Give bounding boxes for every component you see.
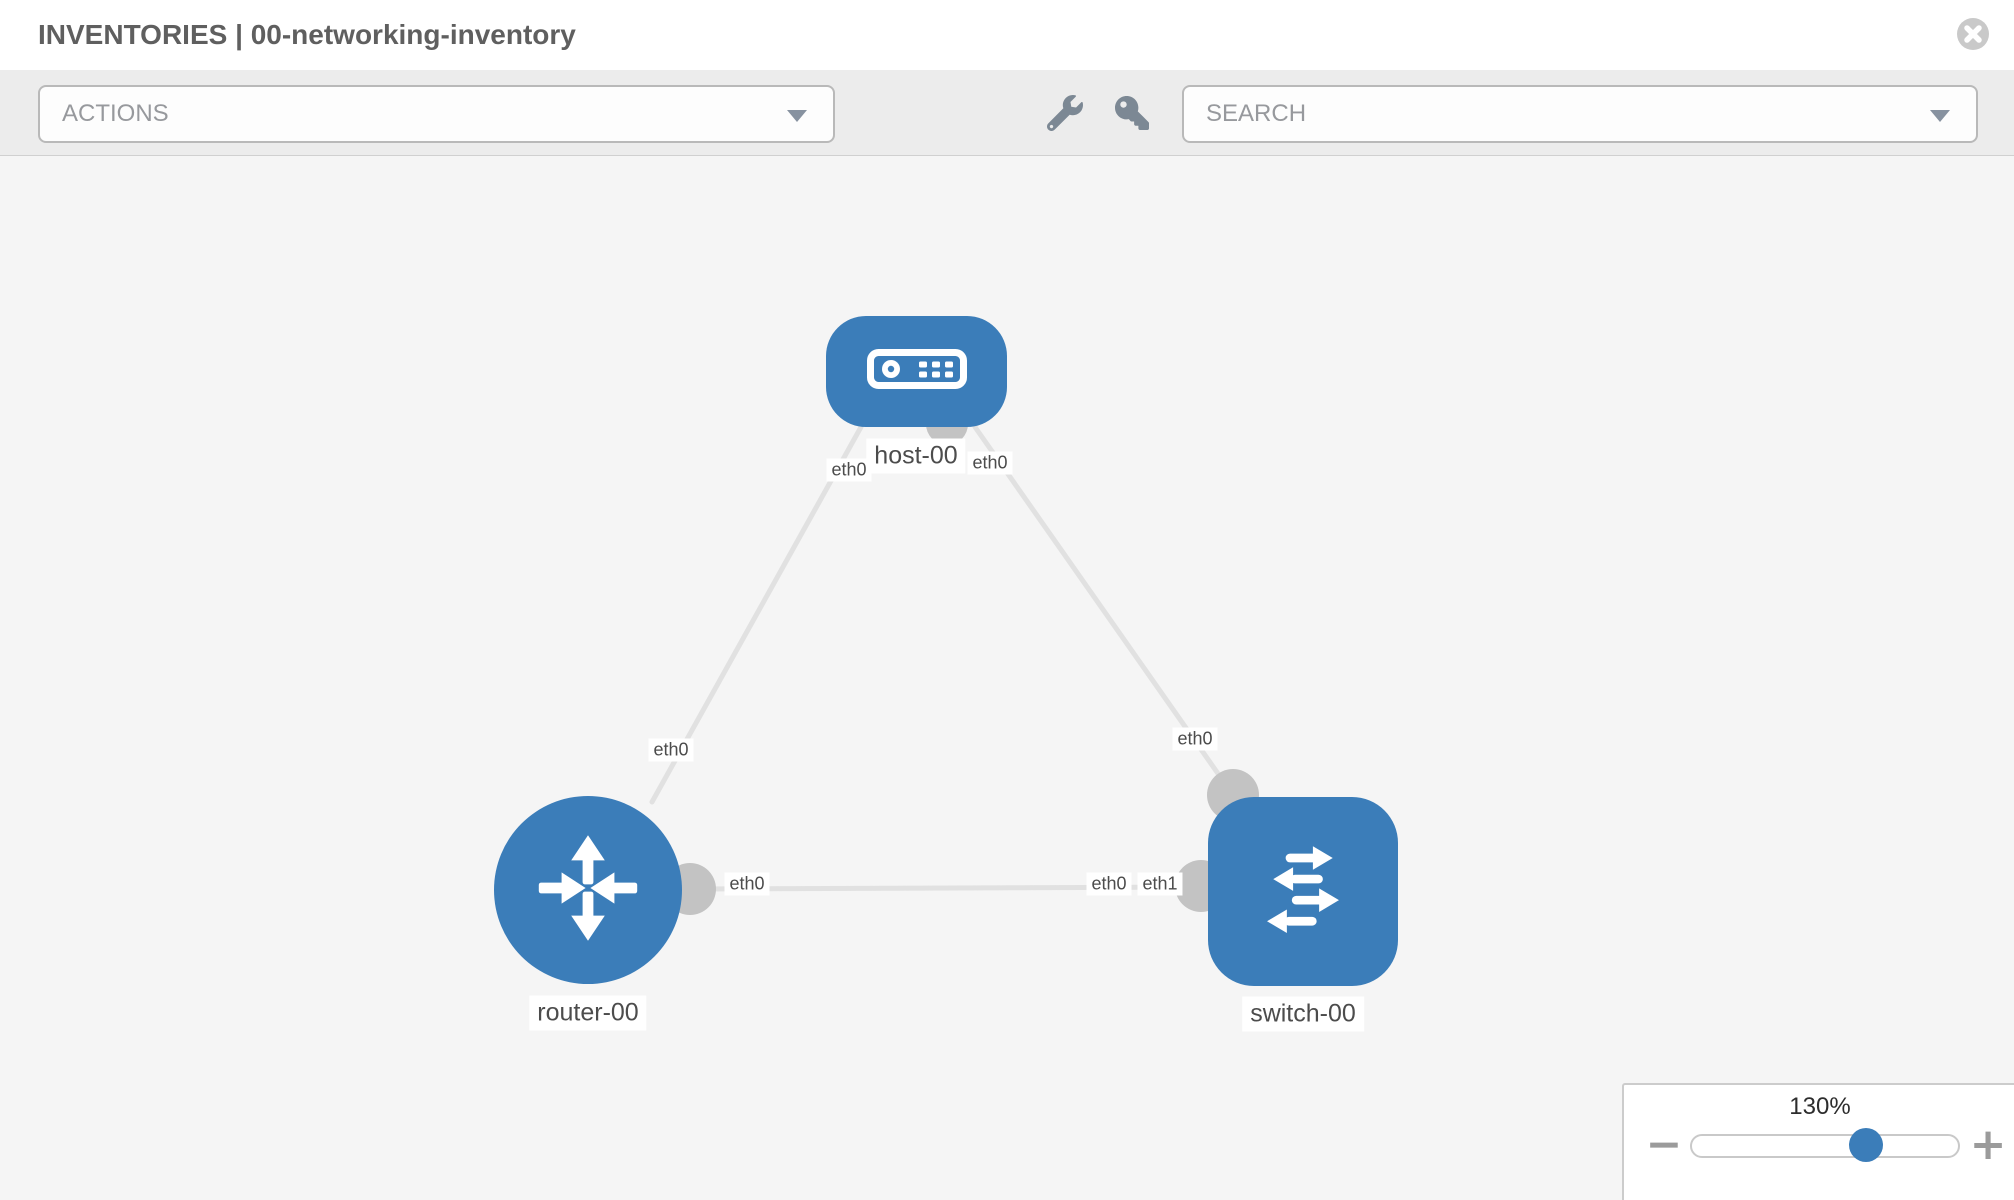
interface-label: eth0	[1172, 727, 1218, 751]
host-icon	[866, 349, 967, 394]
actions-dropdown-label: ACTIONS	[62, 100, 169, 127]
node-label-router-00: router-00	[529, 995, 647, 1031]
zoom-slider-thumb[interactable]	[1848, 1128, 1883, 1162]
switch-icon	[1241, 827, 1365, 956]
node-label-host-00: host-00	[866, 438, 966, 474]
zoom-in-button[interactable]: +	[1966, 1123, 2010, 1167]
interface-label: eth0	[1086, 872, 1132, 896]
minus-icon: −	[1645, 1119, 1683, 1170]
circle-x-icon	[1956, 18, 1990, 54]
chevron-down-icon	[1930, 110, 1950, 122]
interface-label: eth1	[1137, 872, 1183, 896]
interface-label: eth0	[648, 738, 694, 762]
node-label-switch-00: switch-00	[1242, 996, 1364, 1032]
close-button[interactable]	[1956, 17, 1990, 51]
toolbar: ACTIONS SEARCH	[0, 70, 2014, 156]
zoom-slider[interactable]	[1690, 1134, 1960, 1158]
node-router-00[interactable]	[494, 796, 682, 984]
interface-label: eth0	[826, 458, 872, 482]
search-placeholder: SEARCH	[1206, 100, 1307, 127]
tools-button[interactable]	[1045, 94, 1085, 134]
wrench-icon	[1046, 94, 1083, 134]
node-switch-00[interactable]	[1208, 797, 1398, 986]
zoom-out-button[interactable]: −	[1642, 1123, 1686, 1167]
key-icon	[1115, 95, 1149, 133]
chevron-down-icon	[787, 110, 807, 122]
plus-icon: +	[1969, 1119, 2007, 1170]
page-title: INVENTORIES | 00-networking-inventory	[38, 19, 576, 50]
actions-dropdown[interactable]: ACTIONS	[38, 85, 835, 143]
node-host-00[interactable]	[826, 316, 1007, 427]
zoom-panel: 130% − +	[1622, 1083, 2014, 1200]
page-header: INVENTORIES | 00-networking-inventory	[0, 0, 2014, 70]
search-dropdown[interactable]: SEARCH	[1182, 85, 1978, 143]
interface-label: eth0	[967, 451, 1013, 475]
zoom-level-value: 130%	[1789, 1093, 1851, 1120]
credentials-button[interactable]	[1112, 94, 1152, 134]
router-icon	[528, 828, 648, 953]
interface-label: eth0	[724, 872, 770, 896]
